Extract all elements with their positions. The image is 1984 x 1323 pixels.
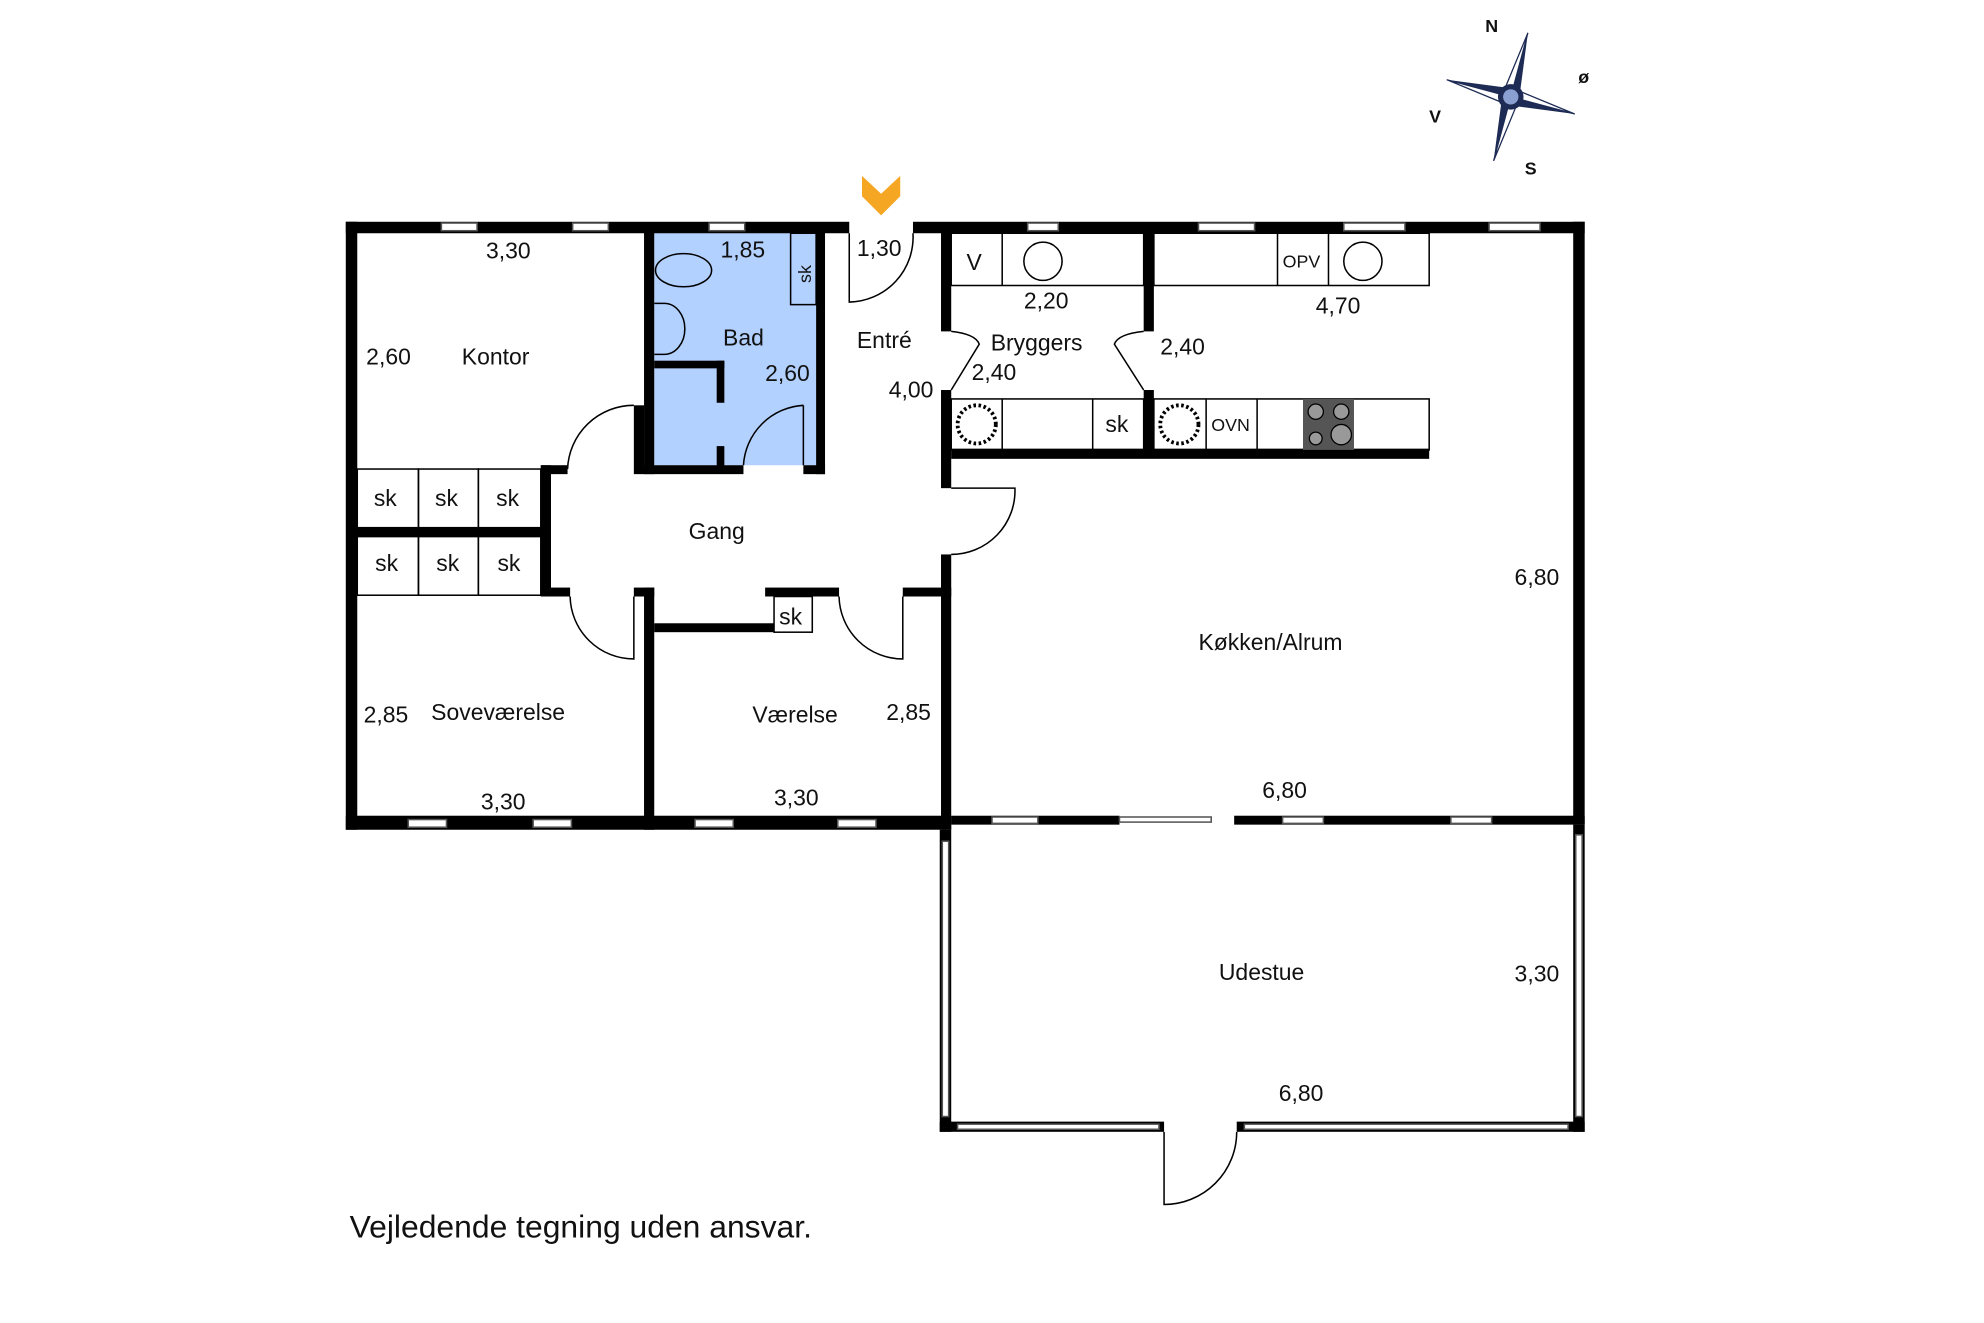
bryggers-label: Bryggers [991,330,1083,356]
entre-label: Entré [857,327,912,353]
closet-1: sk [374,485,397,511]
closet-4: sk [375,550,398,576]
walls [345,221,1585,1132]
entre-width: 1,30 [857,235,902,261]
bryggers-depth: 2,40 [972,359,1017,385]
kitchen-depth: 6,80 [1515,564,1560,590]
bad-closet: sk [795,265,815,283]
entre-depth: 4,00 [889,377,934,403]
sovevaerelse-label: Soveværelse [431,699,565,725]
bad-label: Bad [723,324,764,350]
door-swings [566,233,1238,1206]
disclaimer: Vejledende tegning uden ansvar. [350,1209,812,1245]
udestue-label: Udestue [1219,959,1304,985]
kitchen-width-top: 4,70 [1316,293,1361,319]
compass-south: S [1525,159,1537,179]
compass-west: V [1429,106,1441,126]
kitchen-label: Køkken/Alrum [1198,629,1342,655]
gang-closet: sk [779,604,802,630]
sovevaerelse-width: 3,30 [481,788,526,814]
fan-icon [955,403,998,446]
gang-label: Gang [689,518,745,544]
bathroom-floor [654,231,817,466]
kitchen-width: 6,80 [1262,777,1307,803]
fan-icon [1158,403,1201,446]
vaerelse-width: 3,30 [774,785,819,811]
fixtures [356,232,1430,633]
udestue-width: 6,80 [1279,1080,1324,1106]
closet-2: sk [435,485,458,511]
entrance-marker-icon [861,175,901,216]
dishwasher-label: OPV [1283,252,1321,272]
bad-width: 1,85 [721,236,766,262]
bryggers-v: V [967,249,983,275]
oven-label: OVN [1211,415,1250,435]
udestue-depth: 3,30 [1515,960,1560,986]
windows [407,222,1583,1131]
bad-depth: 2,60 [765,360,810,386]
vaerelse-depth: 2,85 [886,699,931,725]
bryggers-closet: sk [1105,411,1128,437]
closet-6: sk [497,550,520,576]
kitchen-depth-top: 2,40 [1160,333,1205,359]
closet-3: sk [496,485,519,511]
bryggers-width: 2,20 [1024,287,1069,313]
kontor-label: Kontor [462,344,530,370]
compass-east: ø [1578,67,1589,87]
compass-icon [1446,32,1576,162]
closet-5: sk [436,550,459,576]
sovevaerelse-depth: 2,85 [364,702,409,728]
vaerelse-label: Værelse [752,702,837,728]
compass-north: N [1485,16,1498,36]
kontor-width: 3,30 [486,238,531,264]
kontor-depth: 2,60 [366,344,411,370]
